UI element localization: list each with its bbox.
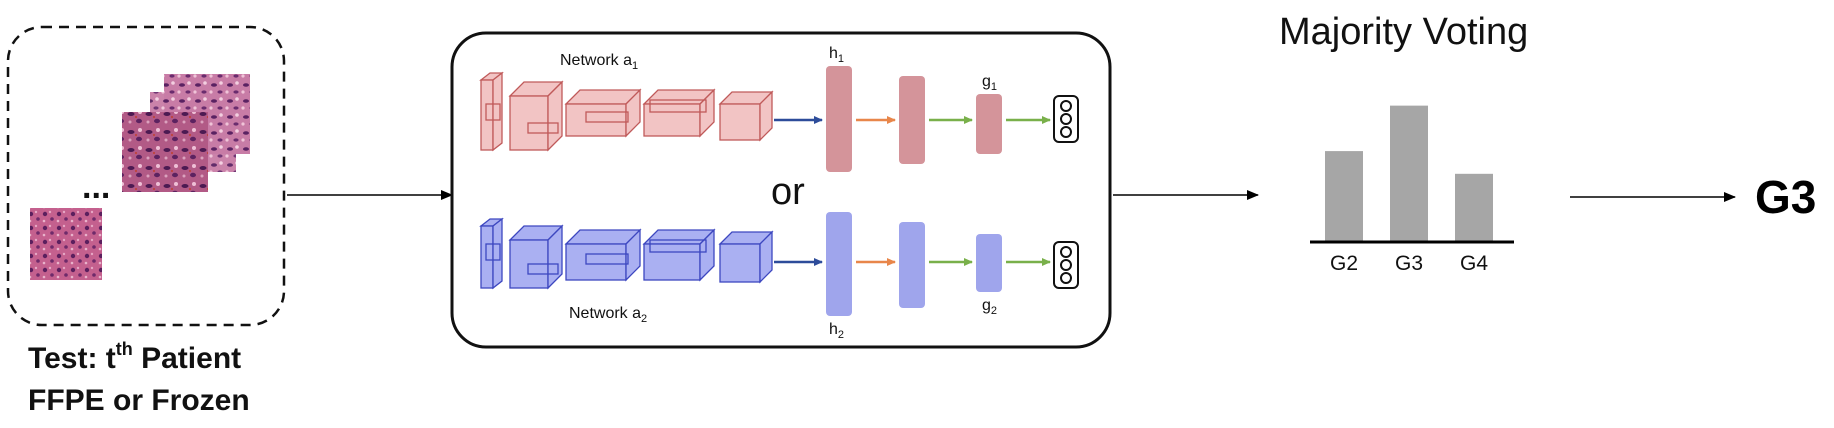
conv-kernel-a2-3 [585,253,629,265]
conv-block-a1-5-side [759,90,773,142]
ellipsis-dots: ... [82,168,110,206]
networks-box [450,31,1112,349]
conv-kernel-a1-4 [649,99,707,113]
conv-kernel-a1-3 [585,111,629,123]
caption-line-2: FFPE or Frozen [28,384,250,417]
vote-tick-label-g3: G3 [1395,252,1423,275]
vote-bar-g2 [1325,151,1363,242]
test-patient-caption: Test: tth Patient FFPE or Frozen [28,338,250,422]
conv-block-a1-4-side [699,88,715,138]
conv-block-a2-3-side [625,228,641,282]
g2-label: g2 [982,297,997,317]
tissue-patch-front [30,208,102,280]
conv-kernel-a2-2 [527,263,559,275]
layer-a2-mid [899,222,925,308]
h1-label: h1 [829,45,844,65]
h2-label: h2 [829,321,844,341]
layer-g2 [976,234,1002,292]
conv-block-a1-1-front [480,79,494,151]
vote-bar-chart: G2 G3 G4 [1310,105,1514,275]
conv-block-a1-5-front [719,103,761,141]
caption-line-1: Test: tth Patient [28,339,242,375]
conv-kernel-a1-2 [527,122,559,134]
conv-block-a1-1-side [492,71,503,152]
conv-block-a2-5-side [759,230,773,284]
output-a1 [1053,95,1079,143]
conv-kernel-a2-1 [485,243,501,261]
vote-bar-g4 [1455,173,1493,242]
test-input-group: ... [6,25,286,327]
conv-block-a2-4-side [699,228,715,282]
vote-tick-label-g4: G4 [1460,252,1488,275]
layer-a1-mid [899,76,925,164]
result-label: G3 [1755,171,1816,223]
conv-block-a2-4-front [643,243,701,281]
conv-block-a1-4-front [643,103,701,137]
g1-label: g1 [982,73,997,93]
conv-block-a1-3-front [565,103,627,137]
test-input-box [6,25,286,327]
or-label: or [771,171,805,213]
voting-title: Majority Voting [1279,11,1528,53]
output-a2 [1053,241,1079,289]
vote-tick-label-g2: G2 [1330,252,1358,275]
conv-block-a2-5-front [719,243,761,283]
conv-block-a2-1-front [480,225,494,289]
vote-bar-g3 [1390,105,1428,243]
network-a1: Network a1 [479,52,774,152]
network-a2: Network a2 [479,217,774,325]
conv-kernel-a2-4 [649,239,707,253]
network-a1-label: Network a1 [560,52,638,72]
layer-g1 [976,94,1002,154]
tissue-patch-middle [122,112,208,192]
conv-block-a2-1-side [492,217,503,290]
layer-h1 [826,66,852,172]
conv-block-a1-3-side [625,88,641,138]
networks-group: Network a1 h1 [450,31,1112,349]
network-a2-label: Network a2 [569,305,647,325]
conv-block-a2-3-front [565,243,627,281]
conv-kernel-a1-1 [485,103,501,121]
layer-h2 [826,212,852,316]
